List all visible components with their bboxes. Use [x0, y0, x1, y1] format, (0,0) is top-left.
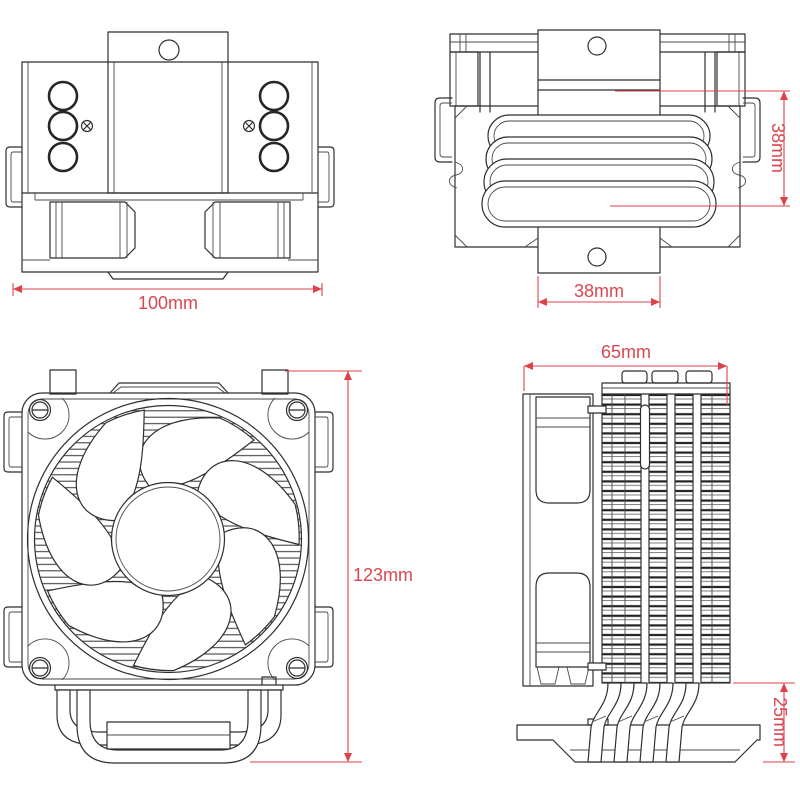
heatpipe-ends-right: [258, 80, 290, 173]
fan-frame: [21, 392, 316, 686]
base-block: [106, 721, 231, 750]
screw-right: [242, 119, 256, 133]
fin-top-plate: [601, 382, 731, 395]
pipe-cap-2: [651, 370, 679, 384]
rear-clip-right: [742, 97, 761, 163]
dimension-25mm: 25mm: [733, 682, 795, 763]
fan-corner-screws: [27, 397, 310, 681]
dimension-65mm: 65mm: [523, 342, 728, 406]
top-view-drawing: 100mm: [5, 31, 335, 313]
fan-clip-top: [587, 405, 607, 414]
screw-left: [80, 119, 94, 133]
dimension-label-heatpipe-height: 38mm: [768, 123, 788, 173]
heatpipe-columns: [639, 393, 702, 684]
front-fan-view: 123mm: [3, 369, 413, 764]
bracket-outline: [107, 31, 229, 194]
bracket-hole: [158, 39, 180, 61]
fan-clips: [3, 411, 334, 668]
dimension-label-side-depth: 65mm: [601, 342, 651, 362]
foot-left: [49, 201, 136, 259]
side-clip-right: [317, 146, 335, 208]
frame-notch: [261, 676, 277, 686]
fin-stack: [587, 370, 731, 684]
fan-clip-bottom: [587, 662, 607, 671]
dimension-label-base-clearance: 25mm: [770, 697, 790, 747]
top-tab-right: [261, 369, 289, 395]
fan-side-body: [522, 393, 594, 687]
front-heatpipes: [54, 684, 284, 764]
top-tab-left: [49, 369, 77, 395]
dimension-123mm: 123mm: [250, 370, 413, 763]
dimension-38mm-horizontal: 38mm: [537, 276, 661, 308]
heatpipe-ends-left: [47, 80, 79, 173]
dimension-label-total-height: 123mm: [353, 565, 413, 585]
dimension-38mm-vertical: 38mm: [610, 90, 790, 207]
cooler-body-top: [21, 61, 319, 194]
rear-clip-left: [434, 97, 453, 163]
dimension-100mm: 100mm: [12, 283, 323, 313]
side-clip-left: [5, 146, 23, 208]
dimension-label-top-width: 100mm: [138, 293, 198, 313]
dimension-label-bracket-width: 38mm: [574, 281, 624, 301]
foot-right: [204, 201, 291, 259]
bottom-tab: [107, 271, 229, 280]
heatpipe-rear-view: 38mm 38mm: [434, 29, 790, 308]
side-heatpipes: [587, 682, 700, 763]
lower-housing: [21, 192, 319, 273]
top-lip: [109, 382, 229, 394]
pipe-cap-1: [621, 370, 648, 384]
side-profile-view: 65mm 25mm: [516, 342, 795, 763]
pipe-cap-3: [685, 370, 713, 384]
heatpipe-loops: [481, 114, 717, 228]
fan-hub: [110, 481, 226, 597]
base-plate: [516, 718, 761, 763]
